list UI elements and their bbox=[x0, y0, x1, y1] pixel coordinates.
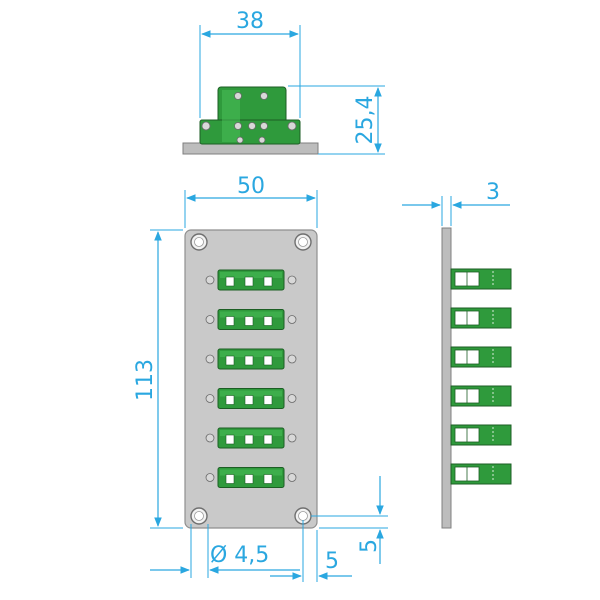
side-connector bbox=[450, 346, 512, 368]
connector-pin bbox=[225, 355, 235, 366]
mounting-hole bbox=[294, 233, 312, 251]
connector-screw bbox=[287, 275, 297, 285]
front-width-label: 50 bbox=[237, 174, 265, 199]
front-connector bbox=[205, 348, 297, 370]
top-view-screw bbox=[260, 92, 268, 100]
connector-pin bbox=[225, 316, 235, 326]
connector-highlight bbox=[220, 351, 282, 357]
top-view-screw bbox=[287, 121, 297, 131]
connector-pin bbox=[263, 276, 273, 287]
connector-pin bbox=[263, 395, 273, 405]
connector-screw bbox=[287, 315, 297, 324]
connector-pin bbox=[244, 316, 254, 326]
hole-offset-x-label: 5 bbox=[325, 549, 339, 574]
mounting-hole bbox=[294, 507, 312, 525]
front-height-label: 113 bbox=[133, 359, 158, 401]
top-height-label: 25,4 bbox=[353, 96, 378, 145]
top-view-screw bbox=[234, 92, 242, 100]
connector-highlight bbox=[220, 390, 282, 397]
connector-screw bbox=[205, 433, 215, 443]
front-view: 50 113 Ø 4,5 5 5 bbox=[133, 174, 388, 582]
top-view-screw bbox=[201, 121, 211, 131]
connector-screw bbox=[287, 473, 297, 482]
side-connector bbox=[450, 307, 512, 329]
connector-pin bbox=[244, 355, 254, 366]
connector-pin bbox=[225, 434, 235, 445]
front-connector-stack bbox=[205, 269, 297, 488]
top-view: 38 25,4 bbox=[182, 9, 385, 155]
top-view-screw bbox=[248, 122, 256, 130]
top-view-base-plate bbox=[182, 142, 319, 155]
connector-screw bbox=[287, 433, 297, 443]
mounting-hole bbox=[190, 507, 208, 525]
connector-screw bbox=[205, 315, 215, 324]
side-connector bbox=[450, 424, 512, 446]
connector-screw bbox=[205, 275, 215, 285]
side-connector bbox=[450, 268, 512, 290]
connector-screw bbox=[205, 473, 215, 482]
side-connector bbox=[450, 385, 512, 407]
connector-pin bbox=[244, 395, 254, 405]
top-view-connector-highlight bbox=[222, 90, 240, 142]
connector-pin bbox=[263, 355, 273, 366]
front-connector bbox=[205, 427, 297, 449]
mounting-hole bbox=[190, 233, 208, 251]
connector-pin bbox=[263, 316, 273, 326]
connector-highlight bbox=[220, 430, 282, 436]
connector-pin bbox=[225, 276, 235, 287]
connector-screw bbox=[287, 354, 297, 364]
front-connector bbox=[205, 309, 297, 330]
side-plate bbox=[441, 227, 452, 529]
connector-pin bbox=[263, 434, 273, 445]
side-connector bbox=[450, 463, 512, 485]
connector-highlight bbox=[220, 469, 282, 476]
connector-screw bbox=[205, 354, 215, 364]
connector-pin bbox=[225, 395, 235, 405]
hole-offset-y-label: 5 bbox=[357, 539, 382, 553]
connector-pin bbox=[244, 474, 254, 484]
front-connector bbox=[205, 467, 297, 488]
side-view: 3 bbox=[402, 180, 512, 529]
connector-pin bbox=[225, 474, 235, 484]
side-thickness-label: 3 bbox=[486, 180, 500, 205]
hole-diameter-label: Ø 4,5 bbox=[210, 543, 269, 568]
connector-screw bbox=[205, 394, 215, 403]
top-view-screw bbox=[258, 136, 266, 144]
connector-highlight bbox=[220, 272, 282, 278]
front-connector bbox=[205, 269, 297, 291]
connector-screw bbox=[287, 394, 297, 403]
front-plate bbox=[184, 229, 318, 529]
connector-pin bbox=[263, 474, 273, 484]
top-width-label: 38 bbox=[236, 9, 264, 34]
top-view-screw bbox=[260, 122, 268, 130]
top-view-screw bbox=[234, 122, 242, 130]
connector-highlight bbox=[220, 311, 282, 318]
top-view-screw bbox=[236, 136, 244, 144]
connector-pin bbox=[244, 434, 254, 445]
side-connector-stack bbox=[450, 268, 512, 485]
front-connector bbox=[205, 388, 297, 409]
connector-pin bbox=[244, 276, 254, 287]
